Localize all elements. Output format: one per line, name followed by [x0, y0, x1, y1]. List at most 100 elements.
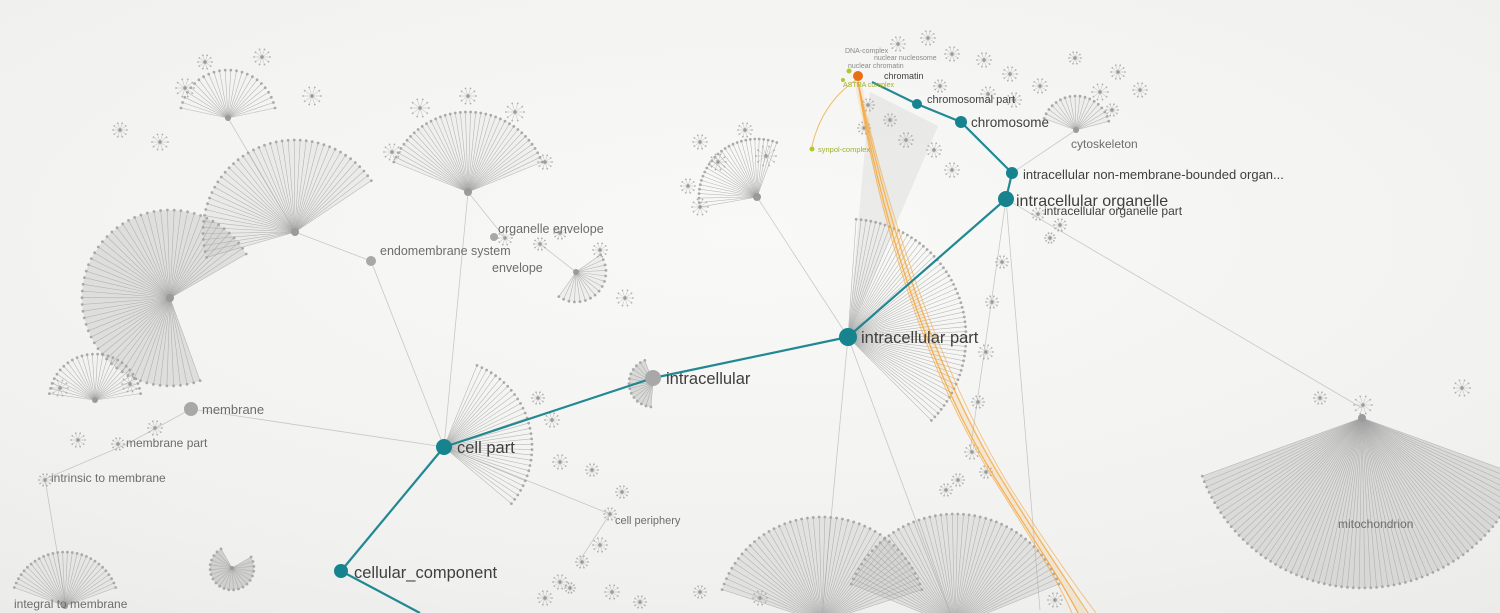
cluster-node[interactable]	[986, 92, 990, 96]
non-membrane-bounded-organelle-node[interactable]	[1006, 167, 1018, 179]
cluster-node[interactable]	[1073, 56, 1077, 60]
cluster-node[interactable]	[203, 60, 207, 64]
cluster-node[interactable]	[116, 442, 120, 446]
cluster-node[interactable]	[1000, 260, 1004, 264]
endomembrane-node[interactable]	[366, 256, 376, 266]
cluster-node[interactable]	[543, 160, 547, 164]
cluster-node[interactable]	[118, 128, 122, 132]
cluster-node[interactable]	[698, 140, 702, 144]
node-label[interactable]: cell periphery	[615, 515, 681, 527]
cluster-node[interactable]	[1053, 598, 1057, 602]
cluster-node[interactable]	[866, 103, 870, 107]
cluster-node[interactable]	[1036, 212, 1040, 216]
cluster-node[interactable]	[1361, 403, 1365, 407]
node-label[interactable]: chromatin	[884, 71, 924, 81]
node-label[interactable]: ASTRA complex	[843, 82, 894, 89]
cluster-node[interactable]	[984, 470, 988, 474]
intracellular-node[interactable]	[645, 370, 661, 386]
cluster-node[interactable]	[610, 590, 614, 594]
intracellular-organelle-node[interactable]	[998, 191, 1014, 207]
highlight-node[interactable]	[841, 78, 845, 82]
cluster-node[interactable]	[1098, 90, 1102, 94]
node-label[interactable]: cytoskeleton	[1071, 137, 1138, 151]
cluster-node[interactable]	[1138, 88, 1142, 92]
cluster-node[interactable]	[970, 450, 974, 454]
cluster-node[interactable]	[990, 300, 994, 304]
cluster-node[interactable]	[904, 138, 908, 142]
node-label[interactable]: intracellular part	[861, 329, 979, 347]
node-label[interactable]: DNA-complex	[845, 48, 889, 55]
node-label[interactable]: chromosome	[971, 115, 1049, 130]
cluster-node[interactable]	[58, 386, 62, 390]
cluster-node[interactable]	[558, 231, 562, 235]
cluster-hub-node[interactable]	[230, 566, 234, 570]
cluster-node[interactable]	[698, 205, 702, 209]
cluster-node[interactable]	[590, 468, 594, 472]
cluster-node[interactable]	[260, 55, 264, 59]
cluster-node[interactable]	[698, 590, 702, 594]
node-label[interactable]: organelle envelope	[498, 222, 604, 236]
cluster-node[interactable]	[1038, 84, 1042, 88]
node-label[interactable]: nuclear chromatin	[848, 63, 904, 70]
cluster-node[interactable]	[598, 248, 602, 252]
cluster-node[interactable]	[418, 106, 422, 110]
node-label[interactable]: cell part	[457, 439, 515, 457]
cluster-node[interactable]	[536, 396, 540, 400]
cluster-node[interactable]	[558, 580, 562, 584]
node-label[interactable]: nuclear nucleosome	[874, 55, 937, 62]
cluster-node[interactable]	[580, 560, 584, 564]
cluster-node[interactable]	[1110, 108, 1114, 112]
cluster-node[interactable]	[982, 58, 986, 62]
cluster-node[interactable]	[716, 160, 720, 164]
cluster-node[interactable]	[390, 150, 394, 154]
cluster-node[interactable]	[550, 418, 554, 422]
cellular-component-node[interactable]	[334, 564, 348, 578]
chromosomal-part-node[interactable]	[912, 99, 922, 109]
cluster-node[interactable]	[558, 460, 562, 464]
cluster-node[interactable]	[950, 168, 954, 172]
cluster-node[interactable]	[1048, 236, 1052, 240]
cluster-hub-node[interactable]	[92, 397, 98, 403]
cluster-node[interactable]	[543, 596, 547, 600]
cluster-node[interactable]	[568, 586, 572, 590]
cluster-node[interactable]	[1116, 70, 1120, 74]
node-label[interactable]: intrinsic to membrane	[51, 471, 166, 485]
chromosome-node[interactable]	[955, 116, 967, 128]
highlight-node[interactable]	[846, 68, 852, 74]
node-label[interactable]: cellular_component	[354, 564, 498, 582]
cluster-node[interactable]	[1008, 72, 1012, 76]
node-label[interactable]: envelope	[492, 261, 543, 275]
organelle-envelope-node[interactable]	[490, 233, 498, 241]
membrane-node[interactable]	[184, 402, 198, 416]
node-label[interactable]: synpol-complex	[818, 145, 870, 154]
cluster-node[interactable]	[598, 543, 602, 547]
cluster-hub-node[interactable]	[62, 603, 68, 609]
cluster-node[interactable]	[950, 52, 954, 56]
cluster-hub-node[interactable]	[1358, 414, 1366, 422]
node-label[interactable]: chromosomal part	[927, 94, 1015, 106]
cluster-node[interactable]	[76, 438, 80, 442]
cluster-node[interactable]	[128, 382, 132, 386]
cluster-node[interactable]	[926, 36, 930, 40]
chromatin-node[interactable]	[853, 71, 863, 81]
intracellular-part-node[interactable]	[839, 328, 857, 346]
cluster-node[interactable]	[896, 42, 900, 46]
cell-part-node[interactable]	[436, 439, 452, 455]
cluster-node[interactable]	[984, 350, 988, 354]
cluster-node[interactable]	[310, 94, 314, 98]
cluster-node[interactable]	[888, 118, 892, 122]
cluster-node[interactable]	[743, 128, 747, 132]
node-label[interactable]: intracellular organelle	[1016, 193, 1168, 210]
node-label[interactable]: endomembrane system	[380, 244, 511, 258]
cluster-node[interactable]	[956, 478, 960, 482]
cluster-node[interactable]	[758, 596, 762, 600]
node-label[interactable]: membrane	[202, 402, 264, 417]
cluster-node[interactable]	[513, 110, 517, 114]
cluster-node[interactable]	[686, 184, 690, 188]
node-label[interactable]: mitochondrion	[1338, 517, 1413, 531]
cluster-node[interactable]	[764, 154, 768, 158]
cluster-node[interactable]	[623, 296, 627, 300]
highlight-node[interactable]	[809, 146, 815, 152]
cluster-node[interactable]	[1318, 396, 1322, 400]
